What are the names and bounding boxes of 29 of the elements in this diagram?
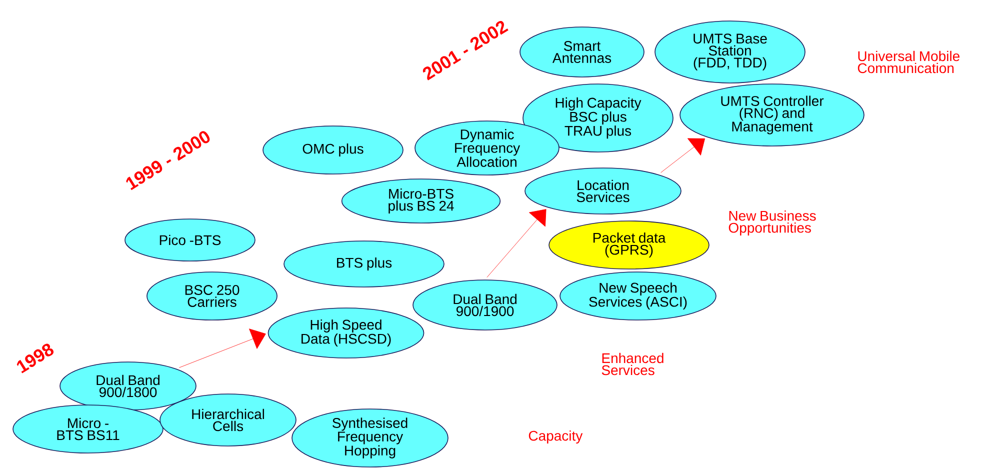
ellipse-node: Dual Band 900/1800 bbox=[60, 362, 196, 410]
category-label: New Business Opportunities bbox=[728, 210, 816, 236]
ellipse-node: High Speed Data (HSCSD) bbox=[268, 308, 424, 358]
year-label: 1998 bbox=[16, 344, 54, 374]
arrow bbox=[486, 209, 546, 278]
ellipse-node: UMTS Controller (RNC) and Management bbox=[680, 84, 864, 146]
category-label: Capacity bbox=[528, 430, 583, 444]
ellipse-node: Location Services bbox=[524, 168, 682, 214]
ellipse-node: BTS plus bbox=[284, 240, 444, 288]
ellipse-node: Smart Antennas bbox=[520, 26, 644, 78]
ellipse-node: Packet data (GPRS) bbox=[548, 220, 710, 270]
ellipse-node: Hierarchical Cells bbox=[160, 394, 296, 446]
category-label: Enhanced Services bbox=[602, 352, 664, 376]
ellipse-node: New Speech Services (ASCI) bbox=[560, 272, 716, 320]
ellipse-node: UMTS Base Station (FDD, TDD) bbox=[654, 20, 806, 84]
arrow bbox=[660, 138, 706, 173]
arrow bbox=[178, 328, 266, 368]
ellipse-node: Dual Band 900/1900 bbox=[412, 280, 558, 330]
ellipse-node: Micro - BTS BS11 bbox=[12, 404, 164, 454]
ellipse-node: Synthesised Frequency Hopping bbox=[292, 408, 448, 468]
ellipse-node: Micro-BTS plus BS 24 bbox=[341, 178, 501, 224]
ellipse-node: Pico -BTS bbox=[124, 218, 256, 262]
year-label: 2001 - 2002 bbox=[422, 20, 508, 80]
ellipse-node: Dynamic Frequency Allocation bbox=[414, 120, 560, 176]
ellipse-node: High Capacity BSC plus TRAU plus bbox=[522, 84, 674, 152]
ellipse-node: OMC plus bbox=[262, 126, 404, 174]
ellipse-node: BSC 250 Carriers bbox=[146, 272, 278, 320]
category-label: Universal Mobile Communication bbox=[858, 50, 960, 74]
year-label: 1999 - 2000 bbox=[126, 131, 210, 190]
